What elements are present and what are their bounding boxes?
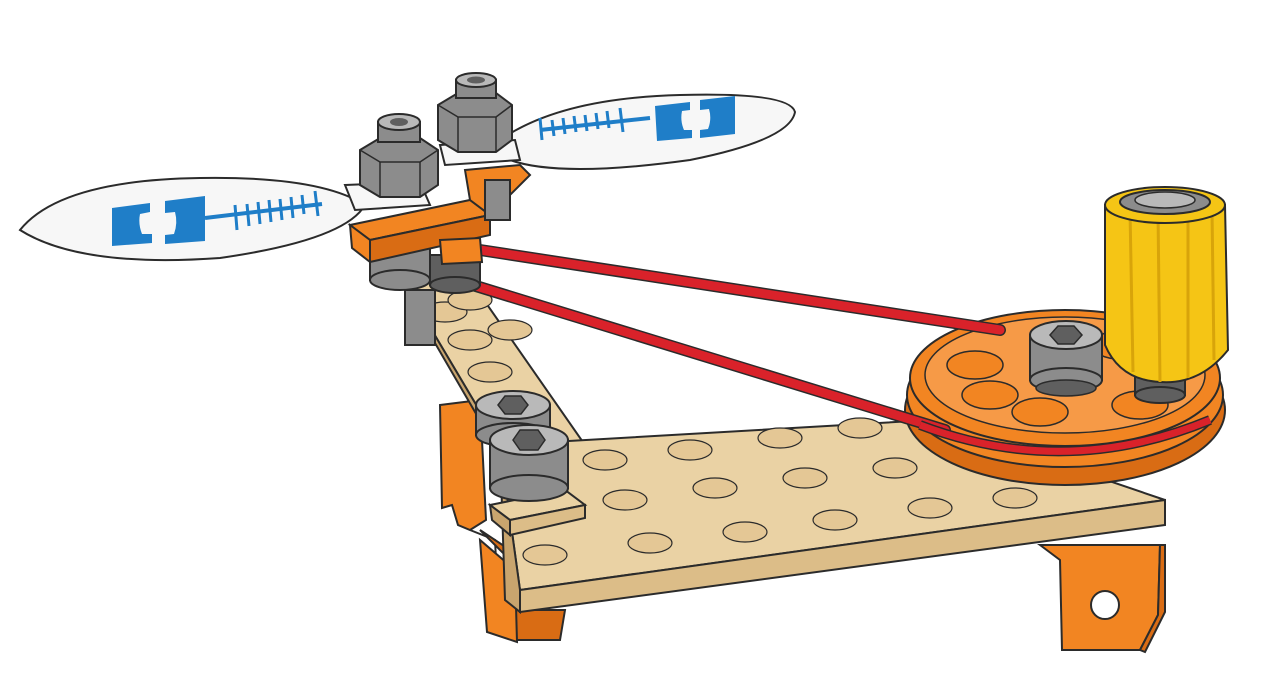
blade-logo-right — [538, 96, 735, 141]
gray-hex-bolt-right — [437, 72, 513, 153]
propeller-blade-left — [18, 176, 367, 262]
wooden-spacer-block — [487, 488, 588, 538]
propeller-blade-right — [498, 93, 797, 170]
gray-hex-bolt-left — [359, 113, 439, 198]
pulley-center-nut — [1029, 320, 1103, 397]
pulley-holes — [946, 330, 1169, 427]
blade-logo-left — [112, 190, 323, 246]
right-leg — [1037, 544, 1166, 654]
red-drive-belt — [434, 244, 1212, 457]
yellow-screwdriver-crank — [1104, 186, 1230, 404]
leg-hole — [1090, 590, 1120, 620]
gray-round-nut-bottom — [489, 424, 569, 502]
orange-propeller-mount — [347, 163, 532, 266]
